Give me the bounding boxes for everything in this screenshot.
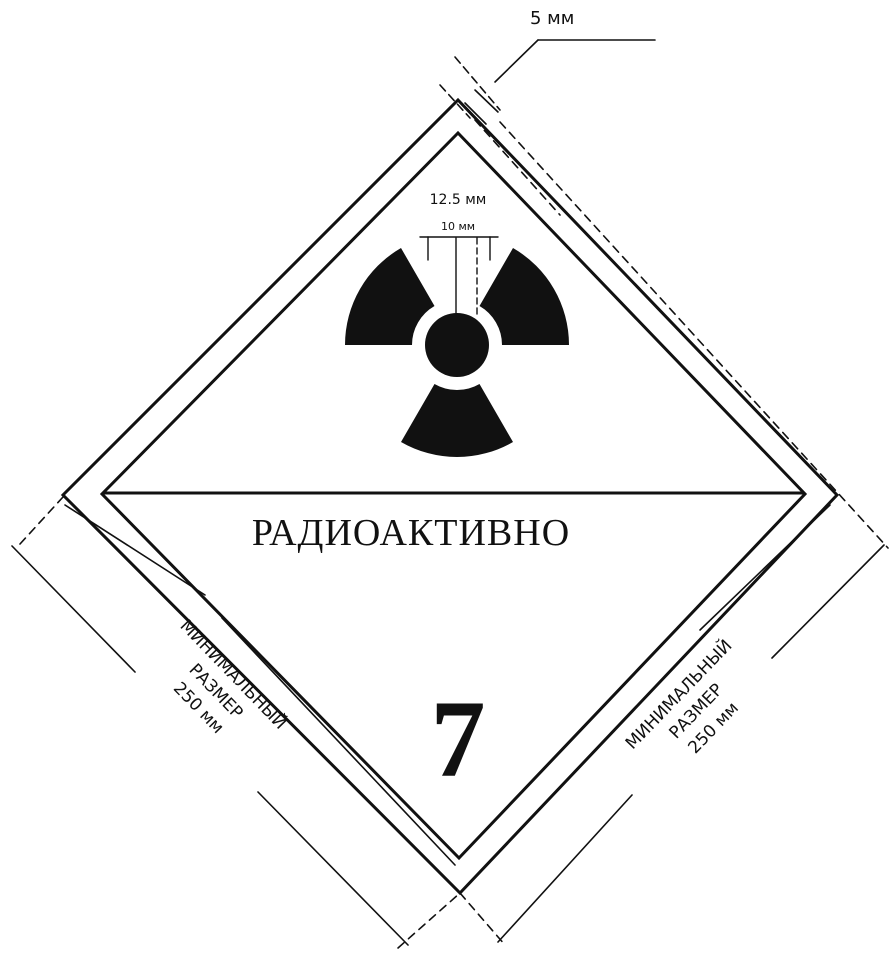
hazard-text: РАДИОАКТИВНО: [252, 512, 570, 554]
dim-12-5mm-label: 12.5 мм: [430, 192, 487, 208]
inner-diamond: [99, 130, 808, 861]
extension-lines: [19, 119, 889, 949]
dimension-right-side: [497, 504, 885, 943]
right-size-label: МИНИМАЛЬНЫЙ РАЗМЕР 250 мм: [620, 635, 742, 758]
dimension-5mm: [439, 39, 656, 125]
dim-5mm-label: 5 мм: [530, 8, 574, 29]
left-size-label: МИНИМАЛЬНЫЙ РАЗМЕР 250 мм: [169, 615, 291, 738]
dim-10mm-label: 10 мм: [441, 220, 475, 233]
dimension-left-side: [11, 504, 456, 946]
trefoil-blades: [345, 248, 569, 458]
radiation-trefoil-icon: [425, 313, 489, 377]
trefoil-blade-right: [479, 248, 569, 345]
trefoil-blade-left: [345, 248, 435, 345]
trefoil-blade-bottom: [401, 383, 513, 458]
trefoil-center: [425, 313, 489, 377]
symbol-dimensions: [419, 236, 499, 319]
class-number: 7: [431, 678, 486, 800]
